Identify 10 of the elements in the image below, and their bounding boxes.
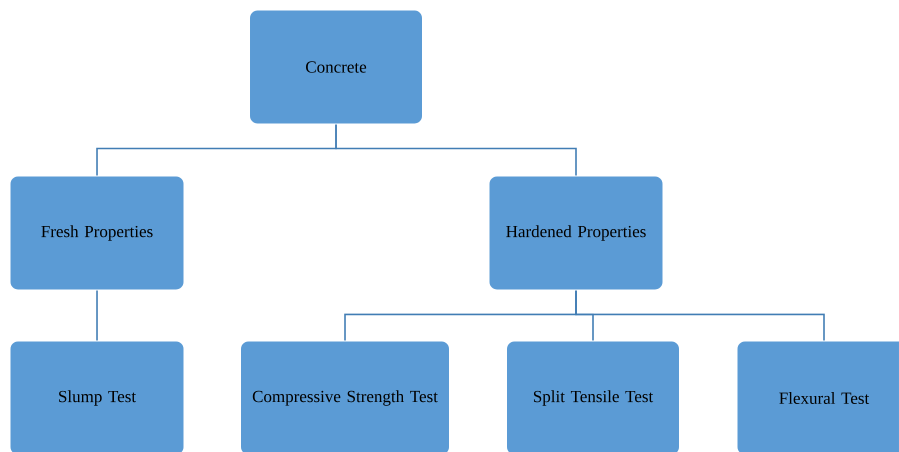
process-box: Concrete	[249, 10, 423, 124]
process-box: Fresh Properties	[10, 176, 185, 290]
connector-line	[575, 290, 825, 340]
connector-line	[335, 124, 577, 176]
process-box: Flexural Test	[736, 340, 899, 452]
process-box: Compressive Strength Test	[240, 340, 450, 452]
process-box: Split Tensile Test	[506, 340, 680, 452]
process-box: Slump Test	[10, 340, 185, 452]
connector-line	[96, 290, 98, 340]
process-box: Hardened Properties	[488, 176, 664, 290]
